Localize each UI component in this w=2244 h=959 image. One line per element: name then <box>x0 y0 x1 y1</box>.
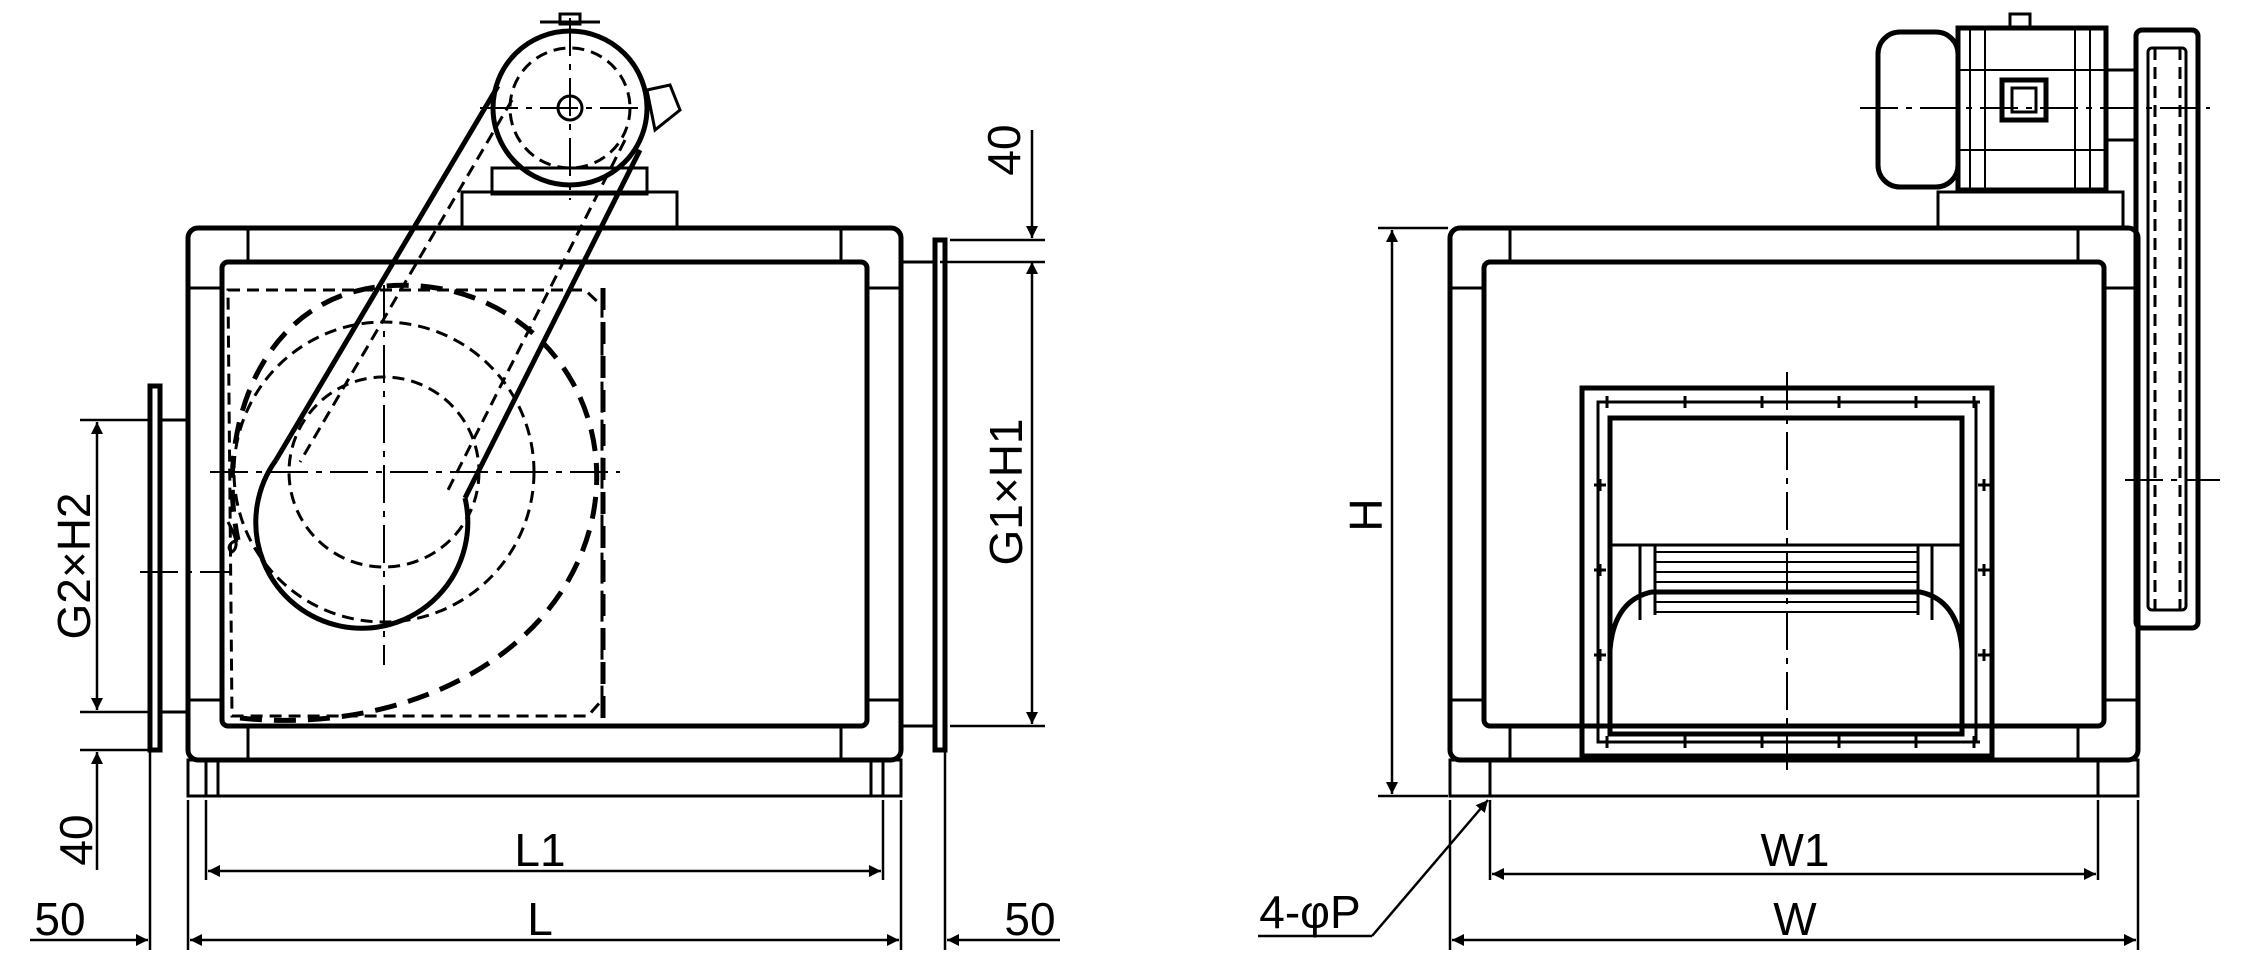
dim-top-40-label: 40 <box>978 124 1030 175</box>
outlet-flange <box>899 237 948 753</box>
holes-label: 4-φP <box>1259 886 1360 938</box>
dimensions-side <box>30 130 1060 950</box>
belt-side <box>273 84 643 500</box>
cabinet-front <box>1447 225 2141 798</box>
outlet-front <box>1579 372 1995 772</box>
outlet-size-label: G1×H1 <box>980 418 1032 565</box>
dim-w-label: W <box>1773 893 1817 945</box>
dim-right-50-label: 50 <box>1004 893 1055 945</box>
dim-h-label: H <box>1340 498 1392 531</box>
dim-bottom-40-label: 40 <box>50 814 102 865</box>
fan-housing-side <box>210 18 660 723</box>
dimensions-front <box>1258 226 2140 950</box>
motor-front <box>1860 12 2210 229</box>
side-view: L1 L 50 50 40 40 G1×H1 G2×H2 <box>30 12 1060 950</box>
cabinet-side <box>185 225 904 798</box>
flange-bolts <box>1594 396 1990 748</box>
dim-w1-label: W1 <box>1761 824 1830 876</box>
inlet-flange <box>140 383 232 753</box>
dim-l-label: L <box>527 893 553 945</box>
front-view: H W1 W 4-φP <box>1258 12 2220 950</box>
dim-l1-label: L1 <box>514 824 565 876</box>
inlet-size-label: G2×H2 <box>48 492 100 639</box>
dim-left-50-label: 50 <box>34 893 85 945</box>
